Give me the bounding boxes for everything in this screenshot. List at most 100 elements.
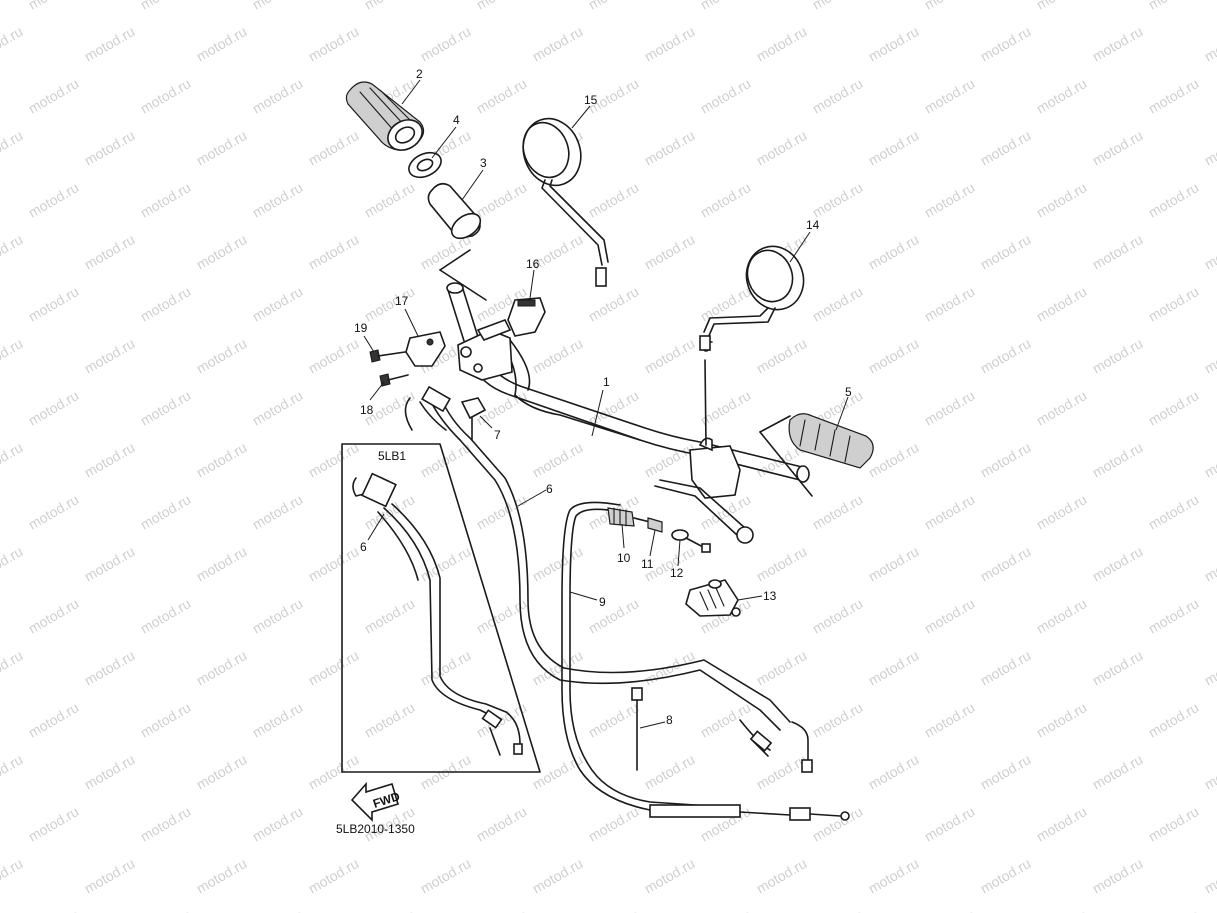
watermark-text: motod.ru — [1034, 907, 1090, 913]
watermark-text: motod.ru — [866, 543, 922, 584]
watermark-text: motod.ru — [866, 127, 922, 168]
watermark-text: motod.ru — [922, 179, 978, 220]
watermark-text: motod.ru — [922, 595, 978, 636]
holder-17 — [405, 331, 446, 367]
watermark-text: motod.ru — [250, 179, 306, 220]
watermark-text: motod.ru — [26, 387, 82, 428]
watermark-text: motod.ru — [1034, 595, 1090, 636]
watermark-text: motod.ru — [922, 387, 978, 428]
watermark-text: motod.ru — [586, 699, 642, 740]
watermark-text: motod.ru — [82, 647, 138, 688]
watermark-text: motod.ru — [0, 335, 25, 376]
watermark-text: motod.ru — [1034, 0, 1090, 13]
watermark-text: motod.ru — [1090, 127, 1146, 168]
watermark-text: motod.ru — [1202, 439, 1217, 480]
callout-7: 7 — [494, 428, 501, 442]
watermark-text: motod.ru — [194, 231, 250, 272]
watermark-text: motod.ru — [1090, 231, 1146, 272]
fwd-arrow: FWD — [350, 781, 402, 822]
switch-13 — [685, 579, 741, 617]
watermark-text: motod.ru — [866, 335, 922, 376]
watermark-text: motod.ru — [530, 439, 586, 480]
cable-adjuster — [607, 507, 711, 553]
mirror-right — [699, 245, 805, 351]
watermark-text: motod.ru — [922, 491, 978, 532]
watermark-text: motod.ru — [138, 0, 194, 13]
watermark-text: motod.ru — [0, 751, 25, 792]
watermark-text: motod.ru — [250, 491, 306, 532]
watermark-text: motod.ru — [810, 907, 866, 913]
watermark-text: motod.ru — [642, 855, 698, 896]
watermark-text: motod.ru — [1202, 543, 1217, 584]
watermark-text: motod.ru — [1090, 647, 1146, 688]
watermark-text: motod.ru — [0, 543, 25, 584]
watermark-text: motod.ru — [866, 439, 922, 480]
callout-6: 6 — [546, 482, 553, 496]
callout-14: 14 — [806, 218, 820, 232]
watermark-text: motod.ru — [922, 907, 978, 913]
watermark-text: motod.ru — [530, 335, 586, 376]
watermark-text: motod.ru — [194, 335, 250, 376]
callout-6-inset: 6 — [360, 540, 367, 554]
watermark-text: motod.ru — [642, 751, 698, 792]
watermark-text: motod.ru — [810, 595, 866, 636]
watermark-text: motod.ru — [138, 75, 194, 116]
watermark-text: motod.ru — [194, 647, 250, 688]
watermark-text: motod.ru — [138, 907, 194, 913]
watermark-text: motod.ru — [1202, 231, 1217, 272]
watermark-text: motod.ru — [754, 855, 810, 896]
watermark-text: motod.ru — [698, 907, 754, 913]
watermark-text: motod.ru — [642, 439, 698, 480]
watermark-text: motod.ru — [1034, 387, 1090, 428]
watermark-text: motod.ru — [754, 23, 810, 64]
clutch-cable — [561, 501, 850, 821]
watermark-text: motod.ru — [250, 595, 306, 636]
watermark-text: motod.ru — [1034, 491, 1090, 532]
watermark-text: motod.ru — [474, 75, 530, 116]
watermark-text: motod.ru — [978, 335, 1034, 376]
watermark-text: motod.ru — [1034, 75, 1090, 116]
watermark-text: motod.ru — [922, 803, 978, 844]
watermark-text: motod.ru — [1202, 23, 1217, 64]
watermark-text: motod.ru — [1202, 751, 1217, 792]
watermark-text: motod.ru — [922, 699, 978, 740]
watermark-text: motod.ru — [474, 907, 530, 913]
callout-5: 5 — [845, 385, 852, 399]
watermark-text: motod.ru — [1202, 647, 1217, 688]
callout-8: 8 — [666, 713, 673, 727]
watermark-text: motod.ru — [306, 439, 362, 480]
watermark-text: motod.ru — [1146, 491, 1202, 532]
watermark-text: motod.ru — [82, 543, 138, 584]
watermark-text: motod.ru — [866, 647, 922, 688]
watermark-text: motod.ru — [530, 23, 586, 64]
watermark-text: motod.ru — [922, 283, 978, 324]
watermark-text: motod.ru — [586, 595, 642, 636]
washer — [408, 151, 442, 179]
watermark-text: motod.ru — [0, 855, 25, 896]
watermark-text: motod.ru — [1146, 803, 1202, 844]
watermark-text: motod.ru — [1146, 75, 1202, 116]
watermark-text: motod.ru — [82, 127, 138, 168]
watermark-text: motod.ru — [1034, 283, 1090, 324]
watermark-text: motod.ru — [810, 0, 866, 13]
mirror-left — [522, 117, 609, 287]
watermark-text: motod.ru — [362, 699, 418, 740]
watermark-text: motod.ru — [978, 127, 1034, 168]
watermark-text: motod.ru — [866, 23, 922, 64]
watermark-text: motod.ru — [82, 751, 138, 792]
watermark-text: motod.ru — [1146, 283, 1202, 324]
watermark-text: motod.ru — [194, 23, 250, 64]
watermark-text: motod.ru — [810, 179, 866, 220]
watermark-text: motod.ru — [754, 543, 810, 584]
watermark-text: motod.ru — [306, 647, 362, 688]
watermark-text: motod.ru — [586, 907, 642, 913]
bolt-19 — [369, 349, 406, 363]
watermark-text: motod.ru — [362, 595, 418, 636]
watermark-text: motod.ru — [418, 647, 474, 688]
watermark-text: motod.ru — [698, 0, 754, 13]
watermark-text: motod.ru — [1034, 803, 1090, 844]
watermark-text: motod.ru — [922, 75, 978, 116]
watermark-text: motod.ru — [586, 387, 642, 428]
watermark-text: motod.ru — [26, 699, 82, 740]
